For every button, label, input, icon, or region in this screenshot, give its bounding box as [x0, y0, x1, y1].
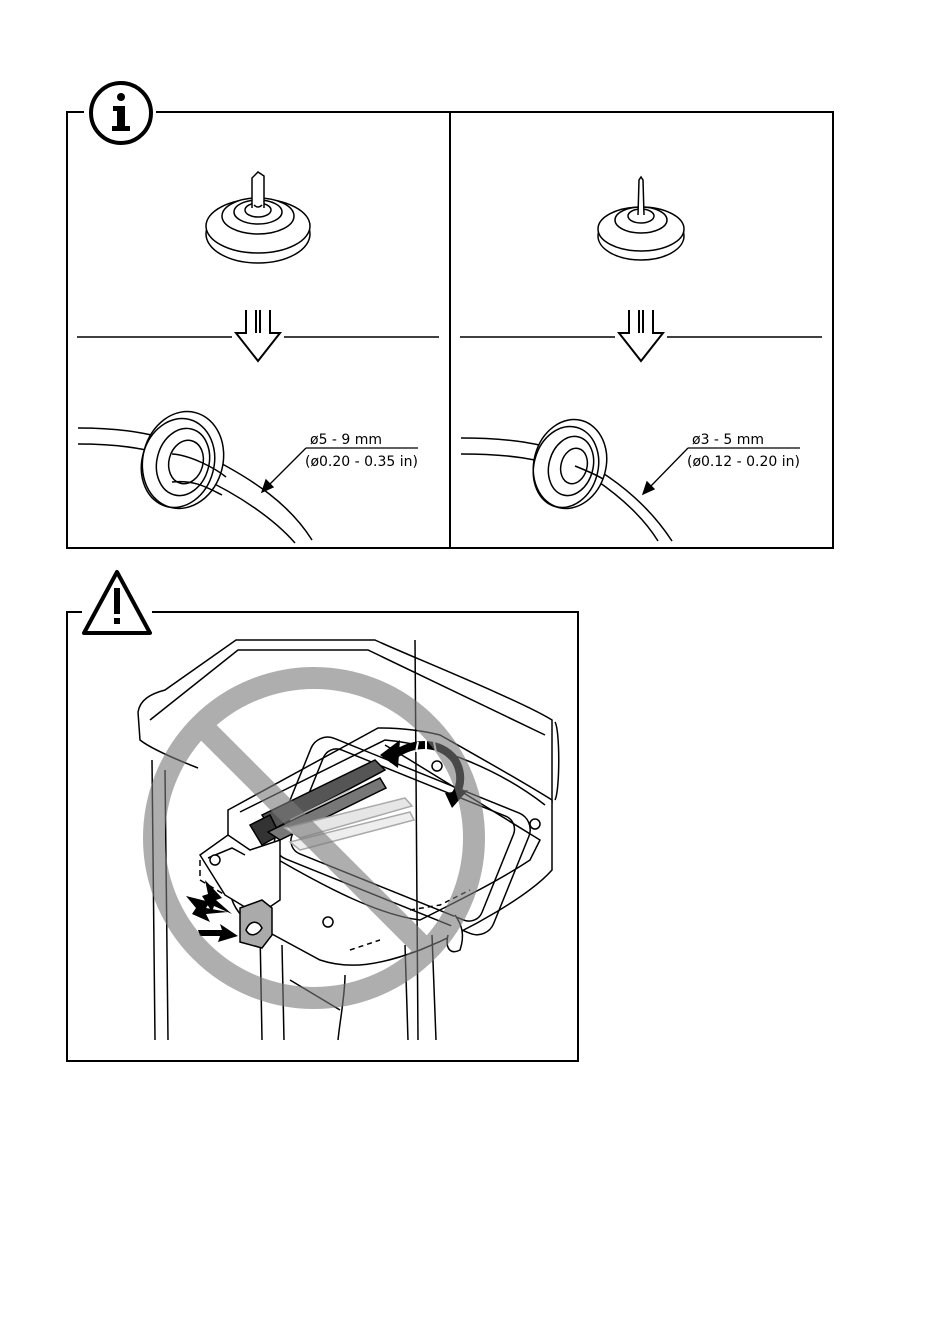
down-arrow-right: [460, 310, 822, 361]
diameter-in-right: (ø0.12 - 0.20 in): [687, 454, 800, 470]
device-illustration: [138, 640, 559, 1040]
warning-panel: [67, 572, 578, 1061]
grommet-small-plug: [598, 177, 684, 260]
diameter-in-left: (ø0.20 - 0.35 in): [305, 454, 418, 470]
info-icon: [91, 83, 151, 143]
down-arrow-left: [77, 310, 439, 361]
grommet-large-plug: [206, 172, 310, 263]
grommet-with-thin-cable: [461, 411, 672, 541]
diameter-mm-right: ø3 - 5 mm: [692, 432, 764, 448]
info-panel: ø5 - 9 mm (ø0.20 - 0.35 in) ø3 - 5 mm (ø…: [67, 83, 833, 548]
warning-icon: [84, 572, 150, 633]
diameter-mm-left: ø5 - 9 mm: [310, 432, 382, 448]
grommet-with-thick-cable: [78, 402, 312, 543]
